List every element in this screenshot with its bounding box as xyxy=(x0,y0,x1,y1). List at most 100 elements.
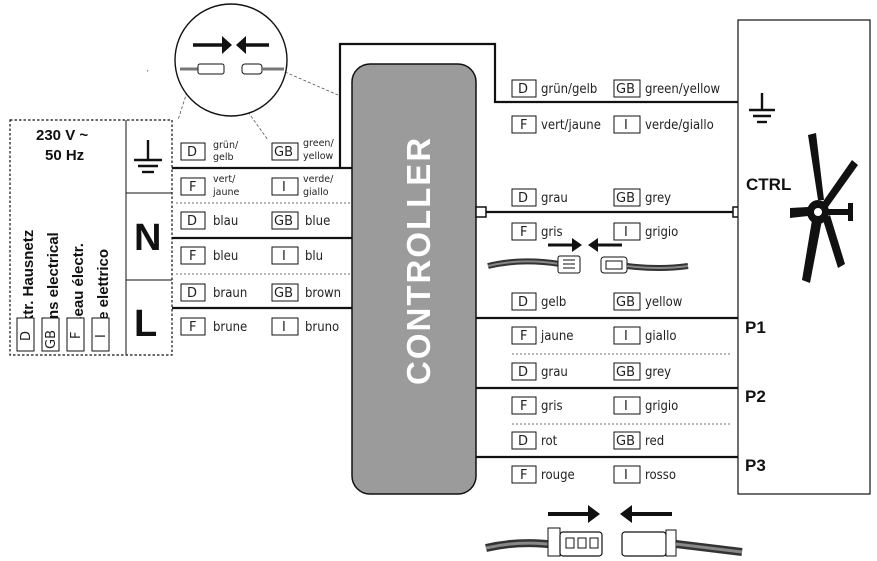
right-p3-en: red xyxy=(645,434,664,449)
left-earth-fr-2: jaune xyxy=(212,187,240,198)
controller-unit: CONTROLLER xyxy=(338,42,738,495)
output-p1: P1 xyxy=(745,318,766,337)
fan-icon xyxy=(790,133,858,283)
right-earth-fr: vert/jaune xyxy=(541,118,601,133)
left-earth-de-2: gelb xyxy=(213,152,234,163)
connector-plug-icon xyxy=(485,527,743,557)
right-ctrl-en: grey xyxy=(645,191,671,206)
right-p2-it: grigio xyxy=(645,399,678,414)
right-p1-code-f: F xyxy=(520,329,527,344)
mains-frequency: 50 Hz xyxy=(45,147,84,164)
right-ctrl-de: grau xyxy=(541,191,568,206)
left-n-code-i: I xyxy=(282,249,286,264)
arrow-left-icon xyxy=(588,238,622,252)
connector-detail-magnifier xyxy=(174,3,339,141)
right-ctrl-code-f: F xyxy=(520,225,527,240)
left-earth-it-1: verde/ xyxy=(303,174,334,185)
right-p1-code-i: I xyxy=(624,329,628,344)
right-earth-de: grün/gelb xyxy=(541,82,597,97)
right-p3-code-d: D xyxy=(518,434,528,449)
mains-line-en: Mains electrical xyxy=(45,232,62,344)
right-p3-fr: rouge xyxy=(541,468,575,483)
right-ctrl-it: grigio xyxy=(645,225,678,240)
left-earth-it-2: giallo xyxy=(303,187,329,198)
connector-plug-icon xyxy=(487,255,689,274)
left-earth-en-2: yellow xyxy=(303,151,334,162)
connector-plug-icon xyxy=(180,63,284,75)
left-l-code-d: D xyxy=(187,286,197,301)
right-ctrl-fr: gris xyxy=(541,225,563,240)
mains-code-f: F xyxy=(69,332,84,339)
output-p2: P2 xyxy=(745,387,766,406)
right-p2-code-i: I xyxy=(624,399,628,414)
mains-voltage: 230 V ~ xyxy=(36,127,88,144)
left-earth-code-d: D xyxy=(187,145,197,160)
earth-ground-icon xyxy=(749,93,775,124)
right-p1-code-d: D xyxy=(518,295,528,310)
right-p2-code-gb: GB xyxy=(616,365,635,380)
right-p3-code-i: I xyxy=(624,468,628,483)
left-wiring: D grün/ gelb GB green/ yellow F vert/ ja… xyxy=(172,138,352,336)
right-p1-fr: jaune xyxy=(540,329,573,344)
mains-line-de: elektr. Hausnetz xyxy=(20,230,37,344)
right-p1-de: gelb xyxy=(541,295,566,310)
fan-unit-box: CTRL P1 P2 P3 xyxy=(737,19,871,495)
right-earth-code-i: I xyxy=(624,118,628,133)
terminal-l: L xyxy=(134,303,157,345)
right-earth-en: green/yellow xyxy=(645,82,720,97)
right-p2-code-d: D xyxy=(518,365,528,380)
right-ctrl-code-d: D xyxy=(518,191,528,206)
left-n-de: blau xyxy=(213,214,238,229)
right-earth-code-f: F xyxy=(520,118,527,133)
arrow-right-icon xyxy=(548,505,600,523)
left-earth-code-i: I xyxy=(282,180,286,195)
left-n-en: blue xyxy=(305,214,330,229)
arrow-left-icon xyxy=(620,505,672,523)
left-n-code-gb: GB xyxy=(274,214,293,229)
right-p2-de: grau xyxy=(541,365,568,380)
right-earth-it: verde/giallo xyxy=(645,118,714,133)
bottom-connector xyxy=(485,505,743,557)
right-p1-code-gb: GB xyxy=(616,295,635,310)
right-p1-en: yellow xyxy=(645,295,683,310)
svg-text:': ' xyxy=(147,69,149,78)
mains-code-gb: GB xyxy=(44,330,59,349)
mains-code-d: D xyxy=(19,331,34,341)
arrow-right-icon xyxy=(193,36,232,54)
left-l-code-f: F xyxy=(189,320,196,335)
right-earth-code-gb: GB xyxy=(616,82,635,97)
terminal-n: N xyxy=(134,217,161,259)
right-p3-de: rot xyxy=(541,434,558,449)
mains-panel: 230 V ~ 50 Hz elektr. Hausnetz Mains ele… xyxy=(9,119,173,356)
right-p2-code-f: F xyxy=(520,399,527,414)
right-wiring: D grün/gelb GB green/yellow F vert/jaune… xyxy=(475,79,744,484)
left-earth-code-gb: GB xyxy=(274,145,293,160)
left-n-fr: bleu xyxy=(213,249,238,264)
right-ctrl-code-gb: GB xyxy=(616,191,635,206)
arrow-left-icon xyxy=(236,36,269,54)
left-l-code-i: I xyxy=(282,320,286,335)
mains-code-i: I xyxy=(94,334,109,338)
right-earth-code-d: D xyxy=(518,82,528,97)
left-l-fr: brune xyxy=(213,320,247,335)
left-l-code-gb: GB xyxy=(274,286,293,301)
left-earth-de-1: grün/ xyxy=(213,140,239,151)
right-p2-fr: gris xyxy=(541,399,563,414)
right-p2-en: grey xyxy=(645,365,671,380)
right-p3-code-f: F xyxy=(520,468,527,483)
left-n-code-f: F xyxy=(189,249,196,264)
arrow-right-icon xyxy=(548,238,582,252)
left-l-en: brown xyxy=(305,286,341,301)
earth-ground-icon xyxy=(134,140,162,174)
ctrl-label: CTRL xyxy=(746,175,791,194)
controller-label: CONTROLLER xyxy=(400,136,437,385)
right-ctrl-code-i: I xyxy=(624,225,628,240)
output-p3: P3 xyxy=(745,456,766,475)
right-p3-it: rosso xyxy=(645,468,676,483)
left-n-code-d: D xyxy=(187,214,197,229)
left-l-de: braun xyxy=(213,286,247,301)
left-l-it: bruno xyxy=(305,320,339,335)
left-earth-en-1: green/ xyxy=(303,138,334,149)
left-earth-fr-1: vert/ xyxy=(213,174,236,185)
